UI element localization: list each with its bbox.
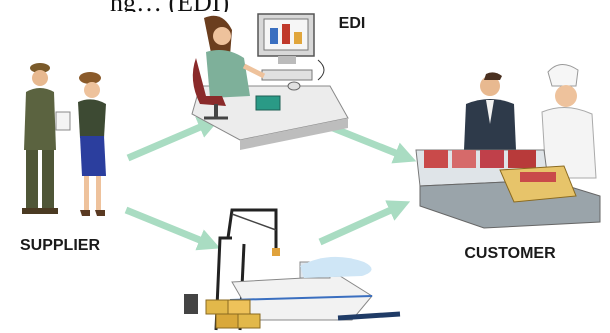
edi-label: EDI [339, 15, 366, 32]
supplier-people-icon [22, 63, 106, 216]
shipping-port-icon [184, 208, 401, 331]
flow-arrows [124, 116, 417, 251]
arrow-supplier-to-shipping [124, 206, 221, 251]
supplier-label: SUPPLIER [20, 237, 100, 254]
arrow-shipping-to-customer [318, 200, 411, 246]
arrow-supplier-to-edi [126, 116, 221, 162]
customer-butcher-icon [415, 64, 601, 229]
cropped-caption-text: ng… (EDI) [110, 0, 530, 12]
customer-label: CUSTOMER [464, 245, 556, 262]
edi-workstation-icon [191, 13, 349, 150]
